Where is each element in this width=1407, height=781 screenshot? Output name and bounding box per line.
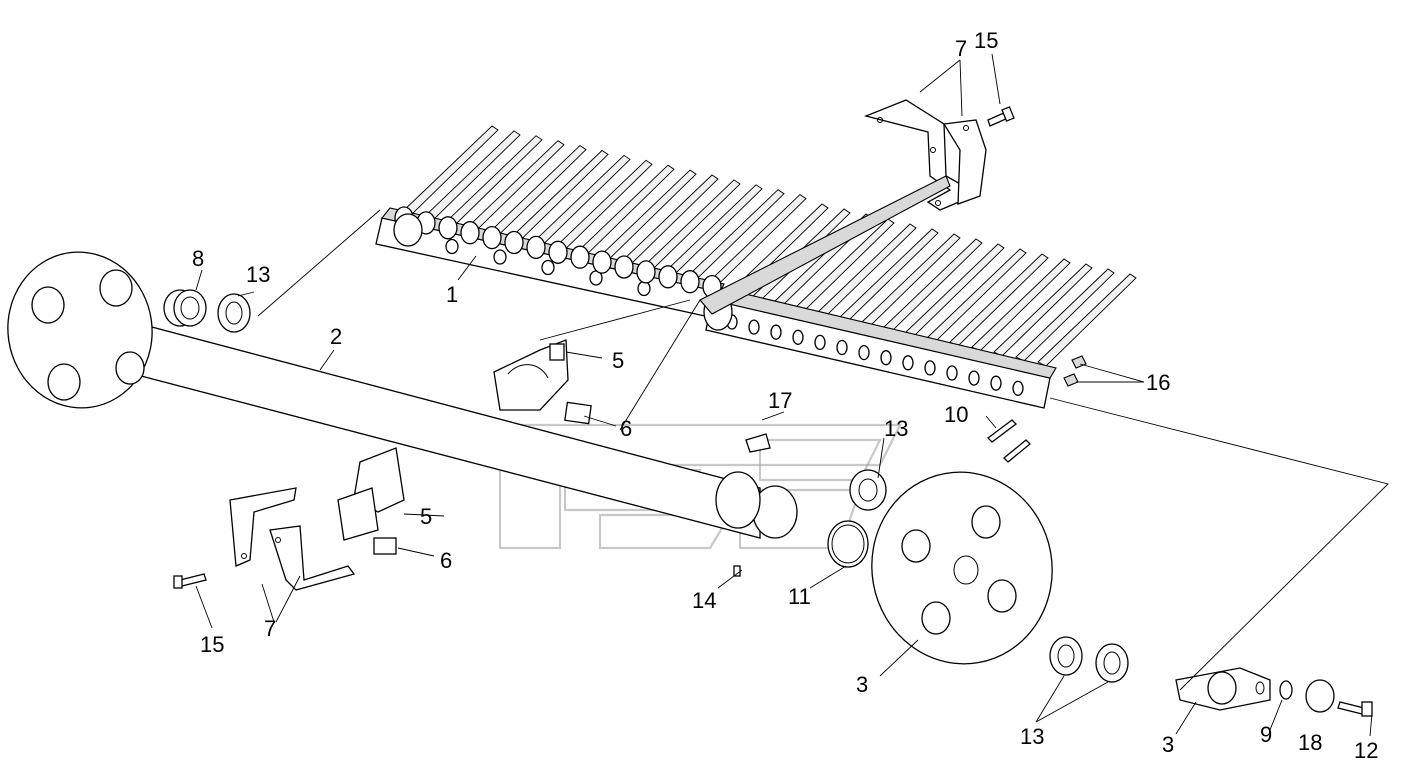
callout-14: 14 xyxy=(692,588,716,613)
coil xyxy=(548,240,568,264)
mount-hole xyxy=(541,259,555,276)
coil xyxy=(614,255,634,279)
bar-hole xyxy=(990,375,1002,391)
bar-hole xyxy=(836,339,848,356)
bar-hole xyxy=(814,334,826,351)
coil xyxy=(680,270,700,294)
coil xyxy=(592,250,612,274)
clamp-lower xyxy=(229,447,405,591)
bolt-upper xyxy=(987,106,1015,127)
callout-15-top: 15 xyxy=(974,28,998,53)
pin-14 xyxy=(733,565,741,577)
tine-bar-right xyxy=(705,287,1057,409)
callout-5-upper: 5 xyxy=(612,348,624,373)
bar-end-left xyxy=(393,213,423,247)
callout-13-center: 13 xyxy=(884,416,908,441)
callout-1: 1 xyxy=(446,282,458,307)
callout-6-upper: 6 xyxy=(620,416,632,441)
bar-hole xyxy=(946,365,958,381)
callout-8: 8 xyxy=(192,246,204,271)
tine-bar-holes xyxy=(726,314,1024,396)
callout-7-lower: 7 xyxy=(264,616,276,641)
coil xyxy=(504,230,524,255)
bolt-12 xyxy=(1337,701,1373,717)
callout-3-plate: 3 xyxy=(856,672,868,697)
part-number-callouts: 7 15 8 13 1 2 5 6 17 13 16 10 5 6 15 7 1… xyxy=(192,28,1378,763)
coil xyxy=(482,225,502,250)
mount-hole xyxy=(445,238,459,255)
pivot-arm xyxy=(1175,667,1271,711)
washer-13-center xyxy=(849,469,887,511)
callout-3-arm: 3 xyxy=(1162,732,1174,757)
callout-15-lower: 15 xyxy=(200,632,224,657)
bar-hole xyxy=(770,324,782,340)
clamp-upper xyxy=(493,339,592,425)
callout-5-lower: 5 xyxy=(420,504,432,529)
callout-9: 9 xyxy=(1260,722,1272,747)
callout-12: 12 xyxy=(1354,738,1378,763)
left-flange-disc xyxy=(7,251,153,409)
upper-bracket xyxy=(699,99,987,315)
callout-11: 11 xyxy=(788,584,811,609)
bar-hole xyxy=(792,329,804,345)
spacer-18 xyxy=(1305,679,1335,713)
mount-hole xyxy=(637,280,651,297)
bar-hole xyxy=(902,355,914,371)
spring-washer-9 xyxy=(1279,680,1293,700)
callout-13-right: 13 xyxy=(1020,724,1044,749)
bolt-lower xyxy=(173,573,207,589)
coil xyxy=(570,245,590,269)
bolts-10 xyxy=(987,419,1031,463)
callout-18: 18 xyxy=(1298,730,1322,755)
coil xyxy=(526,235,546,260)
bar-hole xyxy=(1012,380,1024,396)
callout-16: 16 xyxy=(1146,370,1170,395)
coil xyxy=(460,221,480,245)
callout-10: 10 xyxy=(944,402,968,427)
callout-6-lower: 6 xyxy=(440,548,452,573)
bar-hole xyxy=(748,319,760,335)
bar-hole xyxy=(924,360,936,376)
callout-13-left: 13 xyxy=(246,262,270,287)
key-17 xyxy=(745,433,771,453)
bar-hole xyxy=(968,370,980,386)
drive-plate xyxy=(871,471,1053,665)
tine xyxy=(1037,273,1137,367)
callout-17: 17 xyxy=(768,388,792,413)
bushing-left xyxy=(163,289,207,327)
leader-lines xyxy=(195,53,1389,737)
bar-hole xyxy=(858,344,870,361)
coil xyxy=(438,216,458,240)
washers-13-right xyxy=(1049,636,1129,683)
bar-hole xyxy=(880,350,892,366)
callout-7-top: 7 xyxy=(955,36,967,61)
o-ring-11 xyxy=(827,520,869,568)
callout-2: 2 xyxy=(330,324,342,349)
coil xyxy=(636,260,656,284)
nuts-16 xyxy=(1063,355,1087,387)
coil xyxy=(658,265,678,289)
washer-left xyxy=(217,293,251,333)
mount-hole xyxy=(493,249,507,265)
